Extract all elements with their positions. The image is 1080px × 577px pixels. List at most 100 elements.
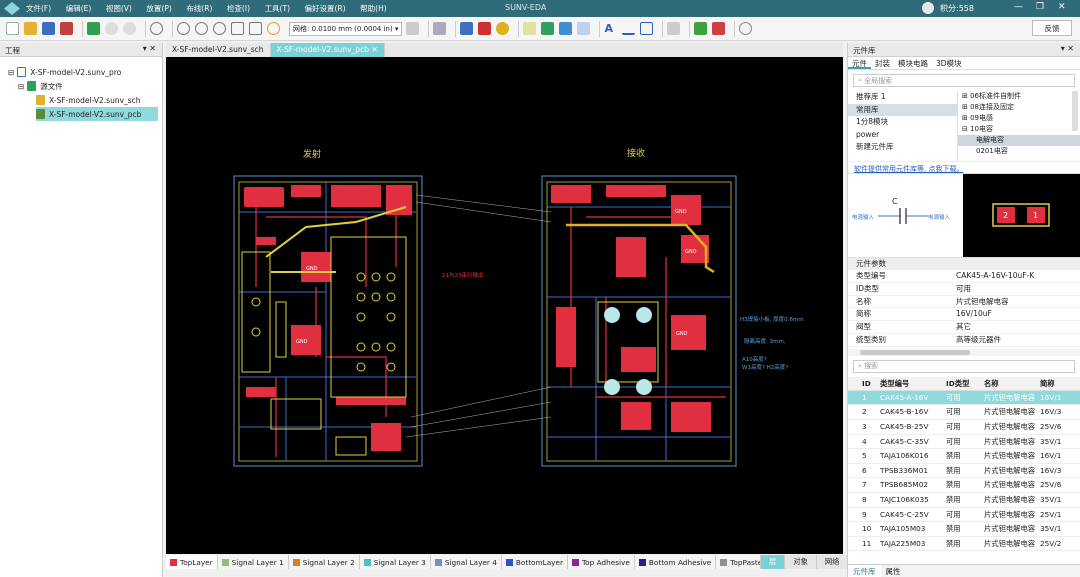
- tab-schematic[interactable]: X-SF-model-V2.sunv_sch: [166, 43, 271, 57]
- open-folder-icon[interactable]: [24, 22, 37, 35]
- category-item[interactable]: ⊞ 09电感: [962, 114, 993, 122]
- library-item[interactable]: power: [856, 129, 880, 139]
- layer-tab[interactable]: Top Adhesive: [568, 555, 635, 569]
- export-icon[interactable]: [60, 22, 73, 35]
- menu-edit[interactable]: 编辑(E): [65, 4, 92, 13]
- tab-library[interactable]: 元件库: [848, 565, 881, 577]
- drc-icon[interactable]: [694, 22, 708, 35]
- tab-module-circuits[interactable]: 模块电路: [898, 59, 928, 68]
- layers-icon[interactable]: [433, 22, 447, 35]
- undo-icon[interactable]: [105, 22, 118, 35]
- via-icon[interactable]: [559, 22, 573, 35]
- save-icon[interactable]: [42, 22, 55, 35]
- collapse-icon[interactable]: ⊟: [8, 67, 15, 77]
- polygon-icon[interactable]: [577, 22, 591, 35]
- new-file-icon[interactable]: [6, 22, 19, 35]
- library-item[interactable]: 推荐库 1: [856, 92, 886, 101]
- category-item[interactable]: 0201电容: [976, 147, 1008, 155]
- tab-3d-models[interactable]: 3D模块: [936, 59, 962, 68]
- pcb-drawing[interactable]: 发射 接收 GND GND 21与23串行输出: [166, 57, 843, 554]
- line-icon[interactable]: [622, 22, 636, 35]
- redo-icon[interactable]: [123, 22, 136, 35]
- menu-tools[interactable]: 工具(T): [264, 4, 290, 13]
- close-icon[interactable]: ✕: [1058, 2, 1066, 12]
- zoom-area-icon[interactable]: [249, 22, 262, 35]
- track-icon[interactable]: [541, 22, 555, 35]
- restore-icon[interactable]: ❐: [1036, 2, 1045, 12]
- table-search-input[interactable]: ⌕ 搜索: [853, 359, 1075, 373]
- layer-tab[interactable]: Signal Layer 1: [218, 555, 289, 569]
- user-info[interactable]: 积分:558: [922, 2, 974, 14]
- layer-tab[interactable]: Signal Layer 3: [360, 555, 431, 569]
- tab-footprints[interactable]: 封装: [875, 59, 890, 68]
- category-scrollbar[interactable]: [1072, 91, 1078, 131]
- layer-tab[interactable]: BottomLayer: [502, 555, 568, 569]
- tab-properties[interactable]: 属性: [885, 567, 901, 576]
- import-icon[interactable]: [87, 22, 100, 35]
- layer-tab[interactable]: Signal Layer 4: [431, 555, 502, 569]
- units-icon[interactable]: [406, 22, 420, 35]
- download-notice[interactable]: 软件提供常用元件库等, 点我下载。: [848, 161, 1080, 173]
- category-item[interactable]: ⊟ 10电容: [962, 125, 993, 133]
- route-icon[interactable]: [523, 22, 537, 35]
- board-icon[interactable]: [460, 22, 474, 35]
- category-item[interactable]: ⊞ 06标准件自制件: [962, 92, 1021, 100]
- component-icon[interactable]: [478, 22, 492, 35]
- menu-route[interactable]: 布线(R): [186, 4, 213, 13]
- tab-components[interactable]: 元件: [848, 57, 871, 69]
- category-item[interactable]: ⊞ 08连接及固定: [962, 103, 1014, 111]
- check-icon[interactable]: [712, 22, 726, 35]
- tree-folder[interactable]: ⊟ 源文件: [18, 81, 63, 91]
- pcb-canvas[interactable]: 发射 接收 GND GND 21与23串行输出: [166, 57, 843, 554]
- pin-icon[interactable]: ▾ ✕: [1060, 44, 1074, 53]
- zoom-in-icon[interactable]: [195, 22, 208, 35]
- library-item[interactable]: 1分8模块: [856, 117, 889, 126]
- menu-help[interactable]: 帮助(H): [360, 4, 387, 13]
- zoom-fit-icon[interactable]: [231, 22, 244, 35]
- layer-tab[interactable]: Bottom Adhesive: [635, 555, 717, 569]
- avatar[interactable]: [922, 2, 934, 14]
- minimize-icon[interactable]: —: [1014, 2, 1023, 12]
- close-tab-icon[interactable]: ✕: [371, 45, 378, 54]
- grid-select[interactable]: 网格: 0.0100 mm (0.0004 in) ▾: [289, 21, 403, 36]
- layer-tab[interactable]: TopLayer: [166, 555, 218, 569]
- menu-file[interactable]: 文件(F): [26, 4, 52, 13]
- tree-file-sch[interactable]: X-SF-model-V2.sunv_sch: [0, 93, 162, 107]
- refresh-icon[interactable]: [177, 22, 190, 35]
- pad-icon[interactable]: [496, 22, 510, 35]
- library-item[interactable]: 新建元件库: [856, 142, 894, 151]
- global-search-input[interactable]: ⌕ 全局搜索: [853, 74, 1075, 87]
- tab-objects[interactable]: 对象: [784, 555, 816, 569]
- search-icon[interactable]: [150, 22, 163, 35]
- text-icon[interactable]: A: [604, 22, 613, 35]
- tree-root[interactable]: ⊟ X-SF-model-V2.sunv_pro: [8, 67, 122, 77]
- pin-icon[interactable]: ▾ ✕: [142, 44, 156, 53]
- layer-tab[interactable]: Signal Layer 2: [289, 555, 360, 569]
- menu-place[interactable]: 放置(P): [146, 4, 172, 13]
- menu-preferences[interactable]: 偏好设置(R): [304, 4, 346, 13]
- category-item[interactable]: 电解电容: [958, 135, 1080, 146]
- zoom-out-icon[interactable]: [213, 22, 226, 35]
- zoom-select-icon[interactable]: [267, 22, 280, 35]
- tab-pcb[interactable]: X-SF-model-V2.sunv_pcb ✕: [270, 43, 385, 57]
- menu-check[interactable]: 检查(I): [226, 4, 251, 13]
- params-scrollbar[interactable]: [848, 348, 1080, 356]
- tab-nets[interactable]: 网络: [815, 555, 848, 569]
- tree-file-pcb[interactable]: X-SF-model-V2.sunv_pcb: [36, 107, 158, 121]
- rectangle-icon[interactable]: [640, 22, 654, 35]
- library-item[interactable]: 常用库: [848, 103, 957, 116]
- gear-icon[interactable]: [739, 22, 753, 35]
- feedback-button[interactable]: 反馈: [1032, 20, 1072, 36]
- ruler-icon[interactable]: [667, 22, 681, 35]
